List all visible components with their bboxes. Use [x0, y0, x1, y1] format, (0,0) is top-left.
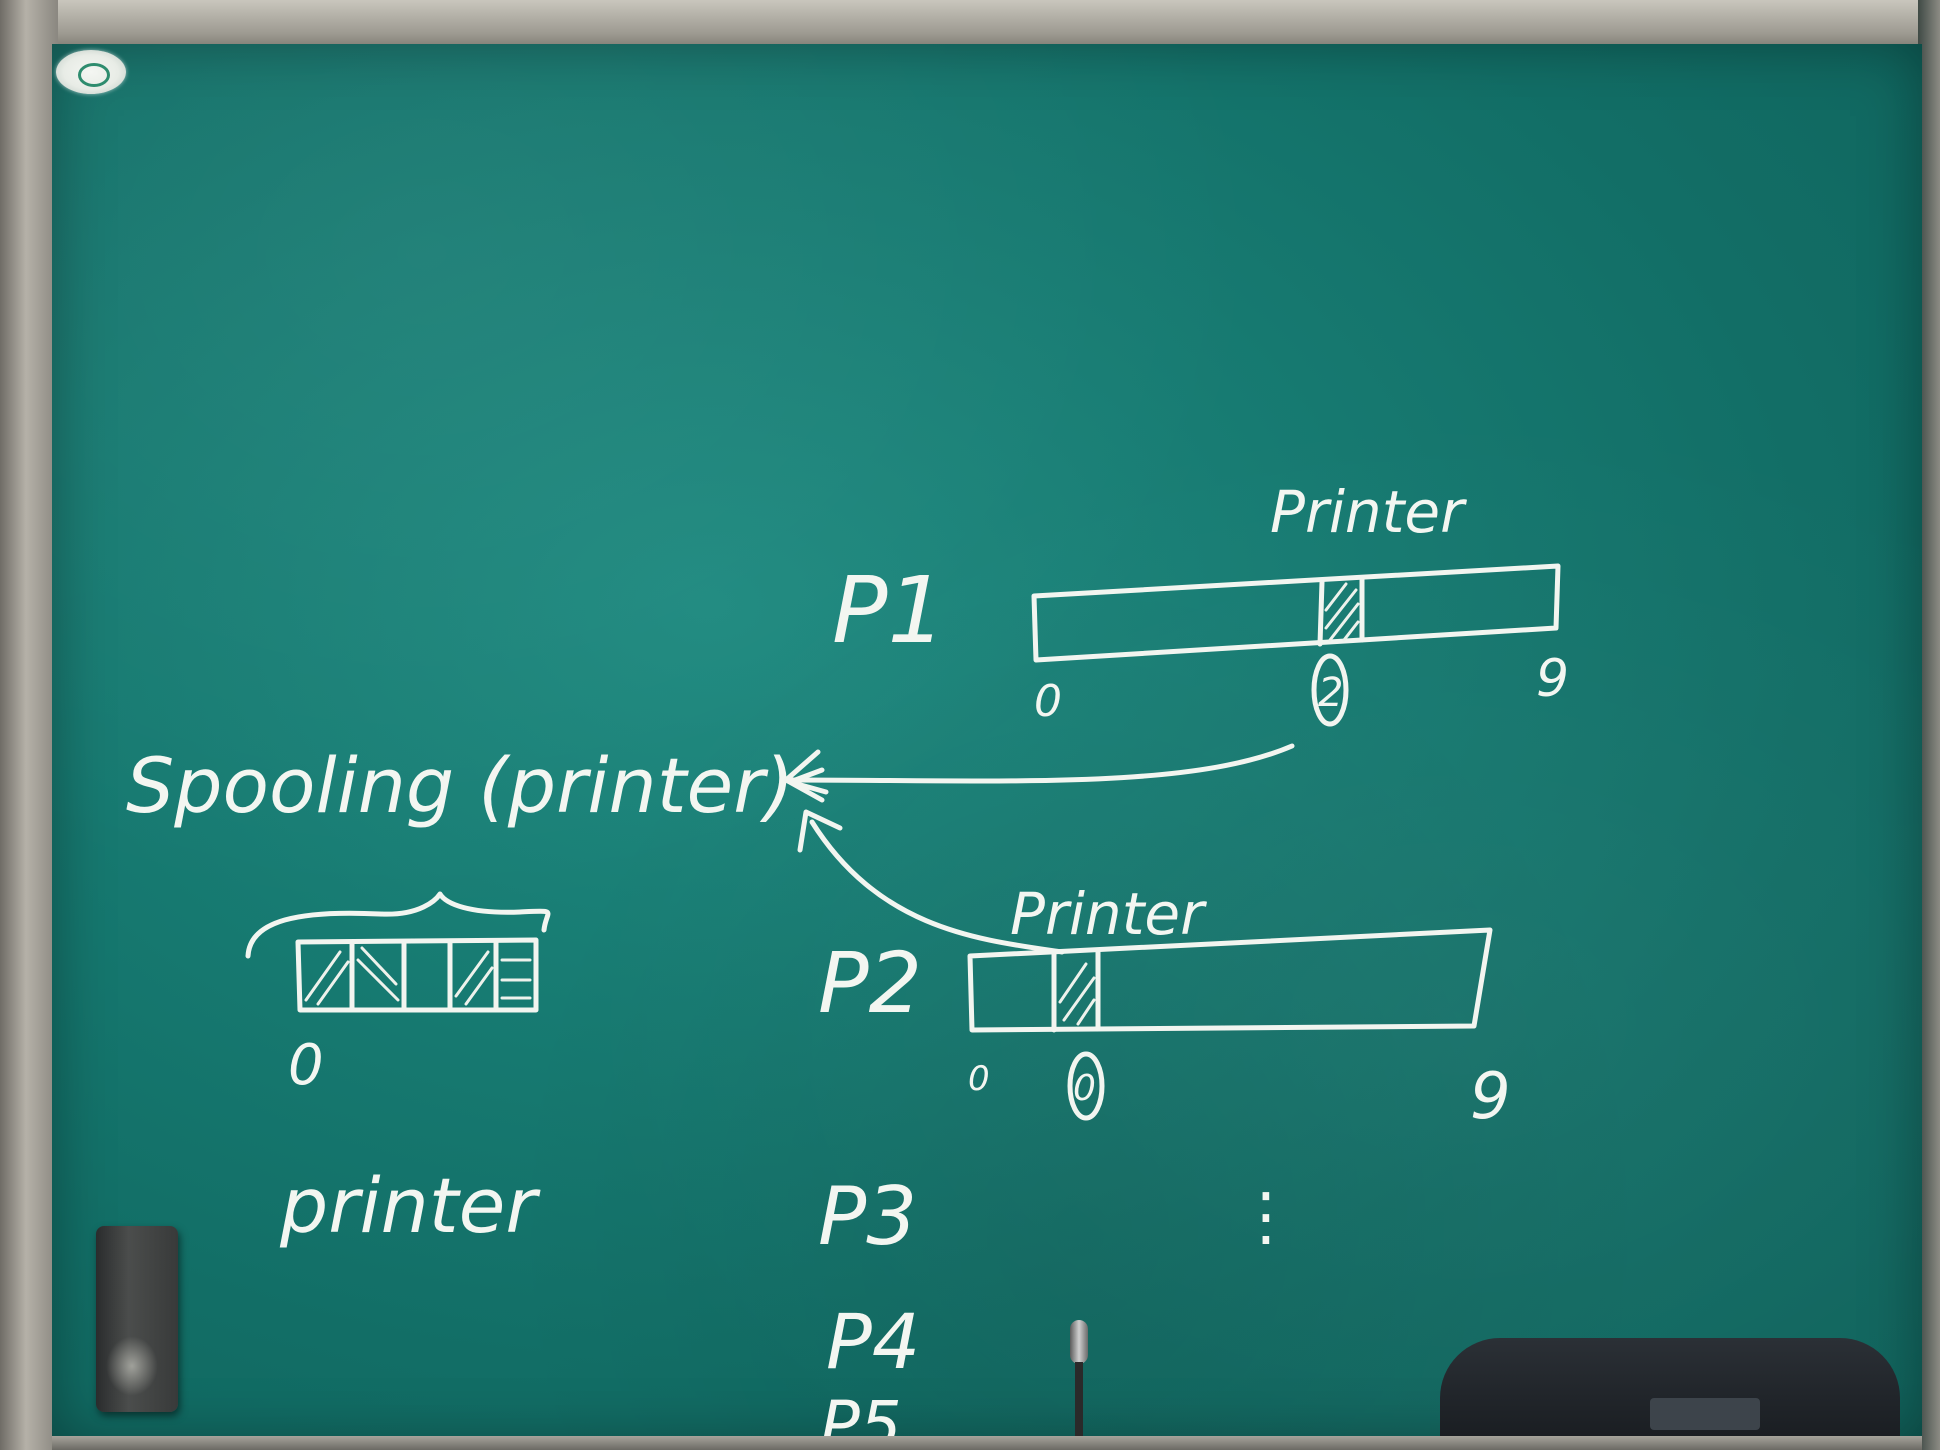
arrow-from-p2-head [797, 809, 843, 853]
p1-index-start: 0 [1034, 676, 1062, 727]
arrow-from-p1 [787, 743, 1295, 784]
buffer-printer-label: printer [279, 1161, 541, 1250]
buffer-brace [245, 891, 551, 959]
buffer-filled-slots [304, 946, 532, 1006]
school-logo-icon [56, 50, 126, 94]
p1-array-box [1031, 563, 1561, 663]
title-spooling: Spooling (printer) [126, 741, 794, 830]
p4-label: P4 [826, 1297, 920, 1386]
p1-array-divider [1317, 575, 1365, 647]
microphone-head [1070, 1320, 1088, 1364]
p2-marked-slot [1058, 962, 1096, 1026]
chalk-tray [52, 1436, 1922, 1450]
chalk-smudges [52, 44, 1922, 1444]
p2-array-dividers [1051, 947, 1101, 1033]
buffer-box [295, 937, 539, 1013]
p2-array-box [967, 927, 1493, 1033]
p1-array-title: Printer [1270, 478, 1467, 546]
arrow-from-p2 [809, 819, 1065, 955]
board-frame-left [0, 0, 58, 1450]
board-eraser [96, 1226, 178, 1412]
p2-index-marked: 0 [1073, 1068, 1096, 1109]
buffer-index-start: 0 [288, 1033, 324, 1098]
arrow-from-p1-head [783, 749, 829, 803]
p2-label: P2 [818, 934, 922, 1032]
p2-index-end: 9 [1470, 1060, 1511, 1134]
p2-index-circle [1067, 1051, 1105, 1121]
chalkboard [52, 44, 1922, 1444]
p2-index-start: 0 [968, 1059, 990, 1099]
continuation-dots: ⋮ [1234, 1180, 1298, 1254]
microphone [1068, 1320, 1090, 1450]
board-frame-right [1918, 0, 1940, 1450]
buffer-dividers [349, 939, 499, 1011]
p1-index-circle [1311, 653, 1349, 727]
p3-label: P3 [818, 1170, 917, 1263]
p2-array-title: Printer [1010, 880, 1207, 948]
p1-index-end: 9 [1536, 649, 1569, 709]
bag-in-foreground [1440, 1338, 1900, 1450]
p1-label: P1 [832, 557, 946, 664]
microphone-stand [1075, 1362, 1083, 1450]
p1-index-marked: 2 [1318, 670, 1343, 716]
board-frame-top [0, 0, 1940, 48]
p1-marked-slot [1324, 582, 1360, 642]
